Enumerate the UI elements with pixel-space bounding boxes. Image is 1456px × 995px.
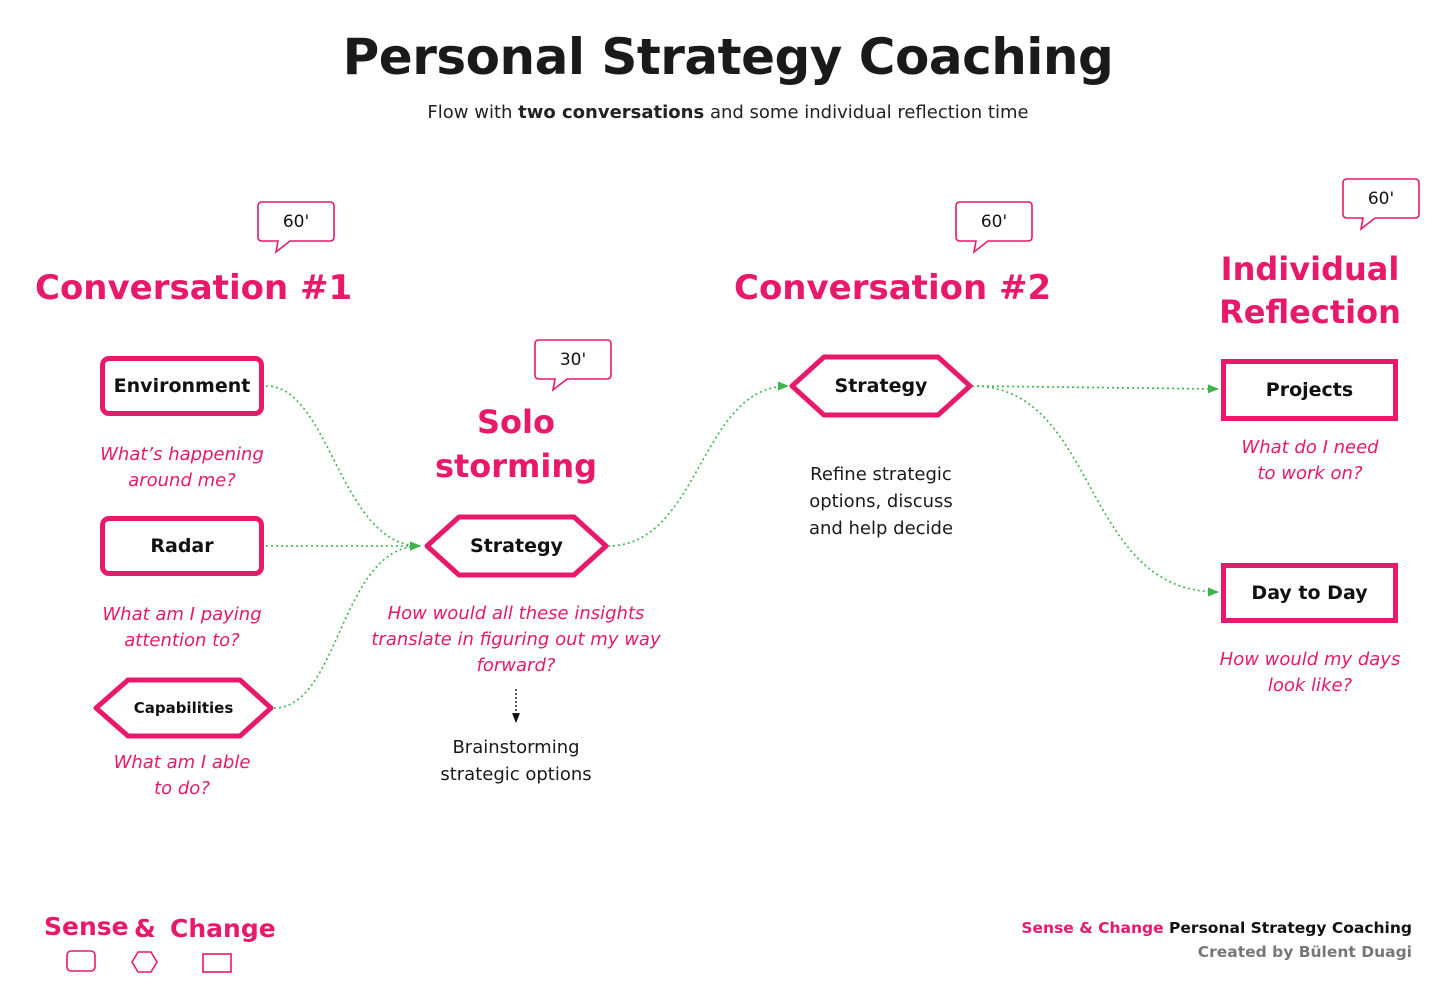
- legend-ampersand: &: [134, 914, 156, 943]
- daytoday-question: How would my days look like?: [1200, 647, 1420, 699]
- projects-question-line1: What do I need: [1241, 437, 1379, 458]
- environment-question-line1: What’s happening: [100, 444, 264, 465]
- page-subtitle: Flow with two conversations and some ind…: [0, 102, 1456, 123]
- daytoday-question-line2: look like?: [1267, 675, 1353, 696]
- duration-bubble-conv2: [955, 201, 1033, 254]
- legend-sense: Sense: [44, 912, 129, 941]
- legend-rounded-square-icon: [66, 950, 96, 972]
- conv2-note-line3: and help decide: [808, 518, 954, 539]
- hexagon-capabilities: [93, 677, 274, 739]
- capabilities-label: Capabilities: [133, 699, 234, 717]
- daytoday-question-line1: How would my days: [1219, 649, 1401, 670]
- projects-question: What do I need to work on?: [1200, 435, 1420, 487]
- subtitle-emphasis: two conversations: [518, 102, 705, 123]
- solo-note-line1: Brainstorming: [452, 737, 580, 758]
- conversation1-title: Conversation #1: [35, 268, 353, 308]
- solo-question: How would all these insights translate i…: [366, 601, 666, 679]
- solo-title: Solo storming: [416, 400, 616, 488]
- solo-note: Brainstorming strategic options: [396, 734, 636, 788]
- footer-credit: Created by Bülent Duagi: [1197, 943, 1412, 961]
- duration-bubble-reflection: [1342, 178, 1420, 231]
- solo-note-line2: strategic options: [440, 764, 592, 785]
- conv2-note-line2: options, discuss: [809, 491, 953, 512]
- capabilities-question: What am I able to do?: [82, 750, 282, 802]
- radar-question-line2: attention to?: [124, 630, 240, 651]
- solo-title-line2: storming: [434, 447, 598, 485]
- radar-label: Radar: [150, 535, 214, 557]
- connector-solo-conv2: [607, 381, 790, 547]
- legend-change: Change: [170, 914, 276, 943]
- capabilities-question-line1: What am I able: [113, 752, 251, 773]
- footer-title: Sense & Change Personal Strategy Coachin…: [1021, 919, 1412, 937]
- subtitle-text: Flow with: [427, 102, 519, 123]
- footer-brand: Sense & Change: [1021, 919, 1164, 937]
- radar-box: Radar: [100, 516, 264, 576]
- connector-conv2-daytoday: [971, 385, 1220, 597]
- environment-question: What’s happening around me?: [82, 442, 282, 494]
- duration-conv2: 60': [980, 211, 1008, 232]
- environment-label: Environment: [113, 375, 251, 397]
- radar-question-line1: What am I paying: [102, 604, 262, 625]
- page-title: Personal Strategy Coaching: [342, 28, 1114, 86]
- solo-strategy-label: Strategy: [470, 535, 563, 557]
- conv2-strategy-label: Strategy: [834, 375, 928, 397]
- footer-product: Personal Strategy Coaching: [1163, 919, 1412, 937]
- solo-question-line3: forward?: [476, 655, 556, 676]
- projects-label: Projects: [1265, 379, 1354, 401]
- connector-capabilities-strategy: [273, 541, 422, 709]
- environment-box: Environment: [100, 356, 264, 416]
- reflection-title-line1: Individual: [1220, 250, 1400, 288]
- daytoday-label: Day to Day: [1251, 582, 1368, 604]
- radar-question: What am I paying attention to?: [82, 602, 282, 654]
- connector-conv2-projects: [971, 384, 1220, 394]
- reflection-title-line2: Reflection: [1219, 293, 1401, 331]
- connector-environment-strategy: [265, 385, 422, 551]
- hexagon-conv2-strategy: [789, 354, 973, 418]
- solo-question-line2: translate in figuring out my way: [371, 629, 661, 650]
- solo-title-line1: Solo: [477, 403, 555, 441]
- duration-conv1: 60': [282, 211, 310, 232]
- subtitle-text-end: and some individual reflection time: [704, 102, 1029, 123]
- solo-question-line1: How would all these insights: [387, 603, 645, 624]
- duration-solo: 30': [559, 349, 587, 370]
- duration-reflection: 60': [1367, 188, 1395, 209]
- projects-question-line2: to work on?: [1257, 463, 1363, 484]
- conv2-note-line1: Refine strategic: [810, 464, 952, 485]
- conv2-note: Refine strategic options, discuss and he…: [771, 461, 991, 542]
- conversation2-title: Conversation #2: [734, 268, 1052, 308]
- hexagon-solo-strategy: [424, 514, 609, 578]
- legend-square-icon: [202, 953, 232, 973]
- reflection-title: Individual Reflection: [1190, 248, 1430, 334]
- capabilities-question-line2: to do?: [154, 778, 210, 799]
- projects-box: Projects: [1221, 359, 1398, 421]
- duration-bubble-conv1: [257, 201, 335, 254]
- environment-question-line2: around me?: [128, 470, 236, 491]
- daytoday-box: Day to Day: [1221, 563, 1398, 623]
- legend-hexagon-icon: [131, 951, 158, 973]
- duration-bubble-solo: [534, 339, 612, 392]
